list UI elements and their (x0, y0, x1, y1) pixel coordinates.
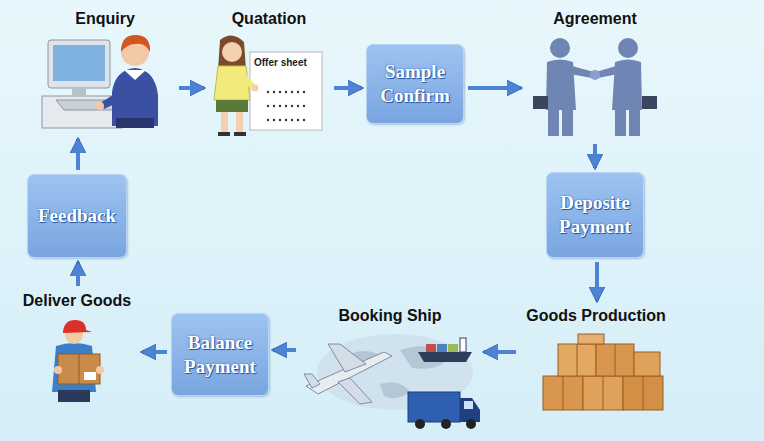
illustrated-step: Deliver Goods (16, 290, 138, 405)
enquiry-illustration (42, 35, 158, 128)
flow-arrow (484, 350, 516, 354)
quotation-illustration (214, 35, 322, 136)
agreement-illustration (533, 38, 657, 136)
step-label: Deposite Payment (553, 191, 637, 239)
goods-illustration (543, 334, 663, 410)
flow-arrow (179, 86, 204, 90)
illustrated-step: Quatation (208, 8, 330, 140)
illustrated-step: Goods Production (520, 305, 672, 415)
flow-arrow (468, 86, 521, 90)
flow-arrow (76, 139, 80, 170)
step-label: Quatation (232, 10, 307, 28)
flow-arrow (142, 350, 167, 354)
illustrated-step: Booking Ship (300, 305, 480, 435)
shipping-illustration (304, 334, 480, 429)
process-box: Sample Confirm (366, 44, 464, 124)
flow-arrow (593, 144, 597, 168)
flow-arrow (334, 86, 362, 90)
flow-arrow (273, 348, 296, 352)
courier-illustration (52, 320, 104, 402)
process-box: Balance Payment (171, 313, 269, 396)
step-label: Goods Production (526, 307, 666, 325)
flow-arrow (76, 262, 80, 286)
step-label: Feedback (38, 204, 116, 228)
step-label: Agreement (553, 10, 637, 28)
illustrated-step: Agreement (525, 8, 665, 140)
step-label: Booking Ship (338, 307, 441, 325)
flow-arrow (595, 262, 599, 301)
process-box: Feedback (27, 174, 127, 258)
step-label: Enquiry (75, 10, 135, 28)
sheet-text: Offer sheet (254, 57, 307, 68)
step-label: Balance Payment (178, 331, 262, 379)
process-box: Deposite Payment (546, 172, 644, 258)
step-label: Deliver Goods (23, 292, 131, 310)
step-label: Sample Confirm (373, 60, 457, 108)
illustrated-step: Enquiry (35, 8, 175, 135)
